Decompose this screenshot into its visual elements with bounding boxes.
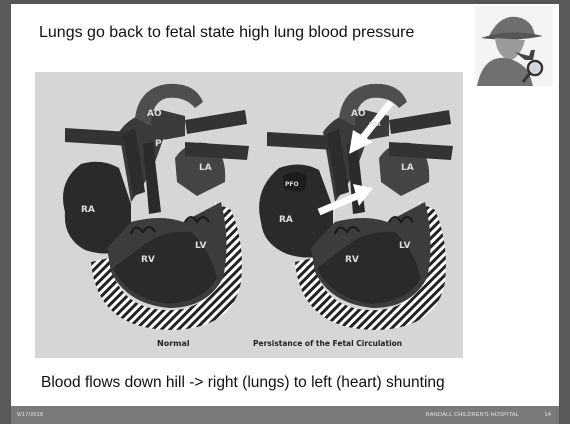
detective-magnifier-icon	[475, 6, 553, 86]
slide-footer: 9/17/2018 RANDALL CHILDREN'S HOSPITAL 14	[11, 406, 559, 424]
label-la-fetal: LA	[401, 163, 414, 173]
label-rv-normal: RV	[141, 255, 155, 265]
label-ra-fetal: RA	[279, 215, 293, 225]
label-la-normal: LA	[199, 163, 212, 173]
slide-caption: Blood flows down hill -> right (lungs) t…	[41, 374, 445, 392]
caption-normal: Normal	[157, 339, 190, 348]
label-lv-fetal: LV	[399, 241, 410, 251]
footer-date: 9/17/2018	[17, 412, 43, 418]
label-pda-fetal: PDA	[369, 122, 381, 128]
footer-organization: RANDALL CHILDREN'S HOSPITAL	[426, 412, 519, 418]
footer-page-number: 14	[544, 412, 551, 418]
heart-circulation-figure: AO PA LA RA RV LV Normal	[35, 72, 463, 358]
top-rule	[11, 0, 559, 4]
label-pfo-fetal: PFO	[285, 181, 299, 188]
label-ra-normal: RA	[81, 205, 95, 215]
slide: Lungs go back to fetal state high lung b…	[10, 0, 560, 424]
label-rv-fetal: RV	[345, 255, 359, 265]
slide-title: Lungs go back to fetal state high lung b…	[39, 24, 414, 42]
label-pa-normal: PA	[155, 139, 168, 149]
label-ao-normal: AO	[147, 109, 162, 119]
caption-fetal-circulation: Persistance of the Fetal Circulation	[253, 339, 402, 348]
label-lv-normal: LV	[195, 241, 206, 251]
label-ao-fetal: AO	[351, 109, 366, 119]
